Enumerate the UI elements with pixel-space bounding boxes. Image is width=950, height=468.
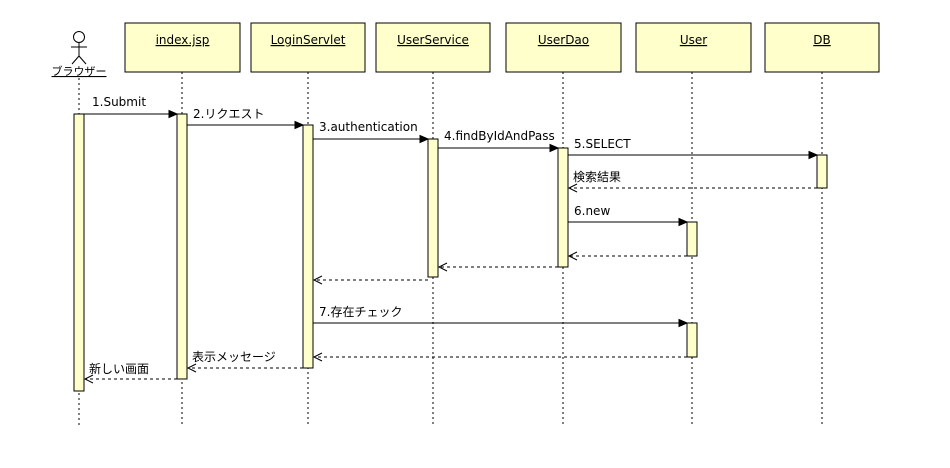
participant-service[interactable]: UserService	[375, 22, 491, 73]
message-return-db: 検索結果	[567, 170, 817, 193]
message-label: 3.authentication	[319, 120, 418, 134]
participant-index[interactable]: index.jsp	[124, 22, 241, 73]
activation-index	[176, 113, 188, 380]
message-6: 6.new	[568, 204, 689, 227]
message-label: 新しい画面	[89, 361, 149, 376]
participant-label-db: DB	[813, 33, 830, 47]
message-return-login: 表示メッセージ	[186, 350, 303, 373]
message-label: 表示メッセージ	[192, 350, 276, 364]
message-label: 検索結果	[573, 170, 621, 184]
activation-login	[302, 124, 314, 369]
activation-browser	[73, 113, 85, 392]
message-label: 1.Submit	[92, 95, 146, 109]
message-label: 2.リクエスト	[193, 107, 264, 121]
participant-label-index: index.jsp	[156, 33, 210, 47]
message-label: 4.findByIdAndPass	[444, 129, 555, 143]
activation-dao	[557, 147, 569, 268]
participant-label-login: LoginServlet	[271, 33, 346, 47]
activation-user-check	[686, 322, 698, 358]
message-5: 5.SELECT	[568, 137, 819, 160]
actor-icon	[71, 31, 87, 65]
participant-dao[interactable]: UserDao	[505, 22, 622, 73]
message-label: 5.SELECT	[574, 137, 631, 151]
message-label: 7.存在チェック	[319, 305, 402, 319]
message-return-index: 新しい画面	[83, 361, 177, 384]
participant-user[interactable]: User	[635, 22, 752, 73]
message-return-dao	[437, 262, 558, 272]
message-label: 6.new	[574, 204, 610, 218]
message-1: 1.Submit	[84, 95, 179, 119]
participant-db[interactable]: DB	[764, 22, 880, 73]
activation-user-new	[686, 221, 698, 257]
participant-label-user: User	[680, 33, 707, 47]
participant-label-browser: ブラウザー	[52, 64, 107, 78]
message-return-user-new	[567, 251, 687, 261]
message-7: 7.存在チェック	[313, 305, 689, 328]
activation-service	[427, 138, 439, 278]
participant-browser[interactable]: ブラウザー	[52, 31, 107, 79]
participant-label-service: UserService	[397, 33, 469, 47]
participant-label-dao: UserDao	[538, 33, 589, 47]
message-2: 2.リクエスト	[187, 107, 305, 130]
activation-db	[816, 154, 828, 189]
participant-login[interactable]: LoginServlet	[250, 22, 366, 73]
message-3: 3.authentication	[313, 120, 430, 144]
message-4: 4.findByIdAndPass	[438, 129, 560, 153]
message-return-service	[312, 275, 428, 285]
message-return-user-check	[312, 352, 687, 362]
